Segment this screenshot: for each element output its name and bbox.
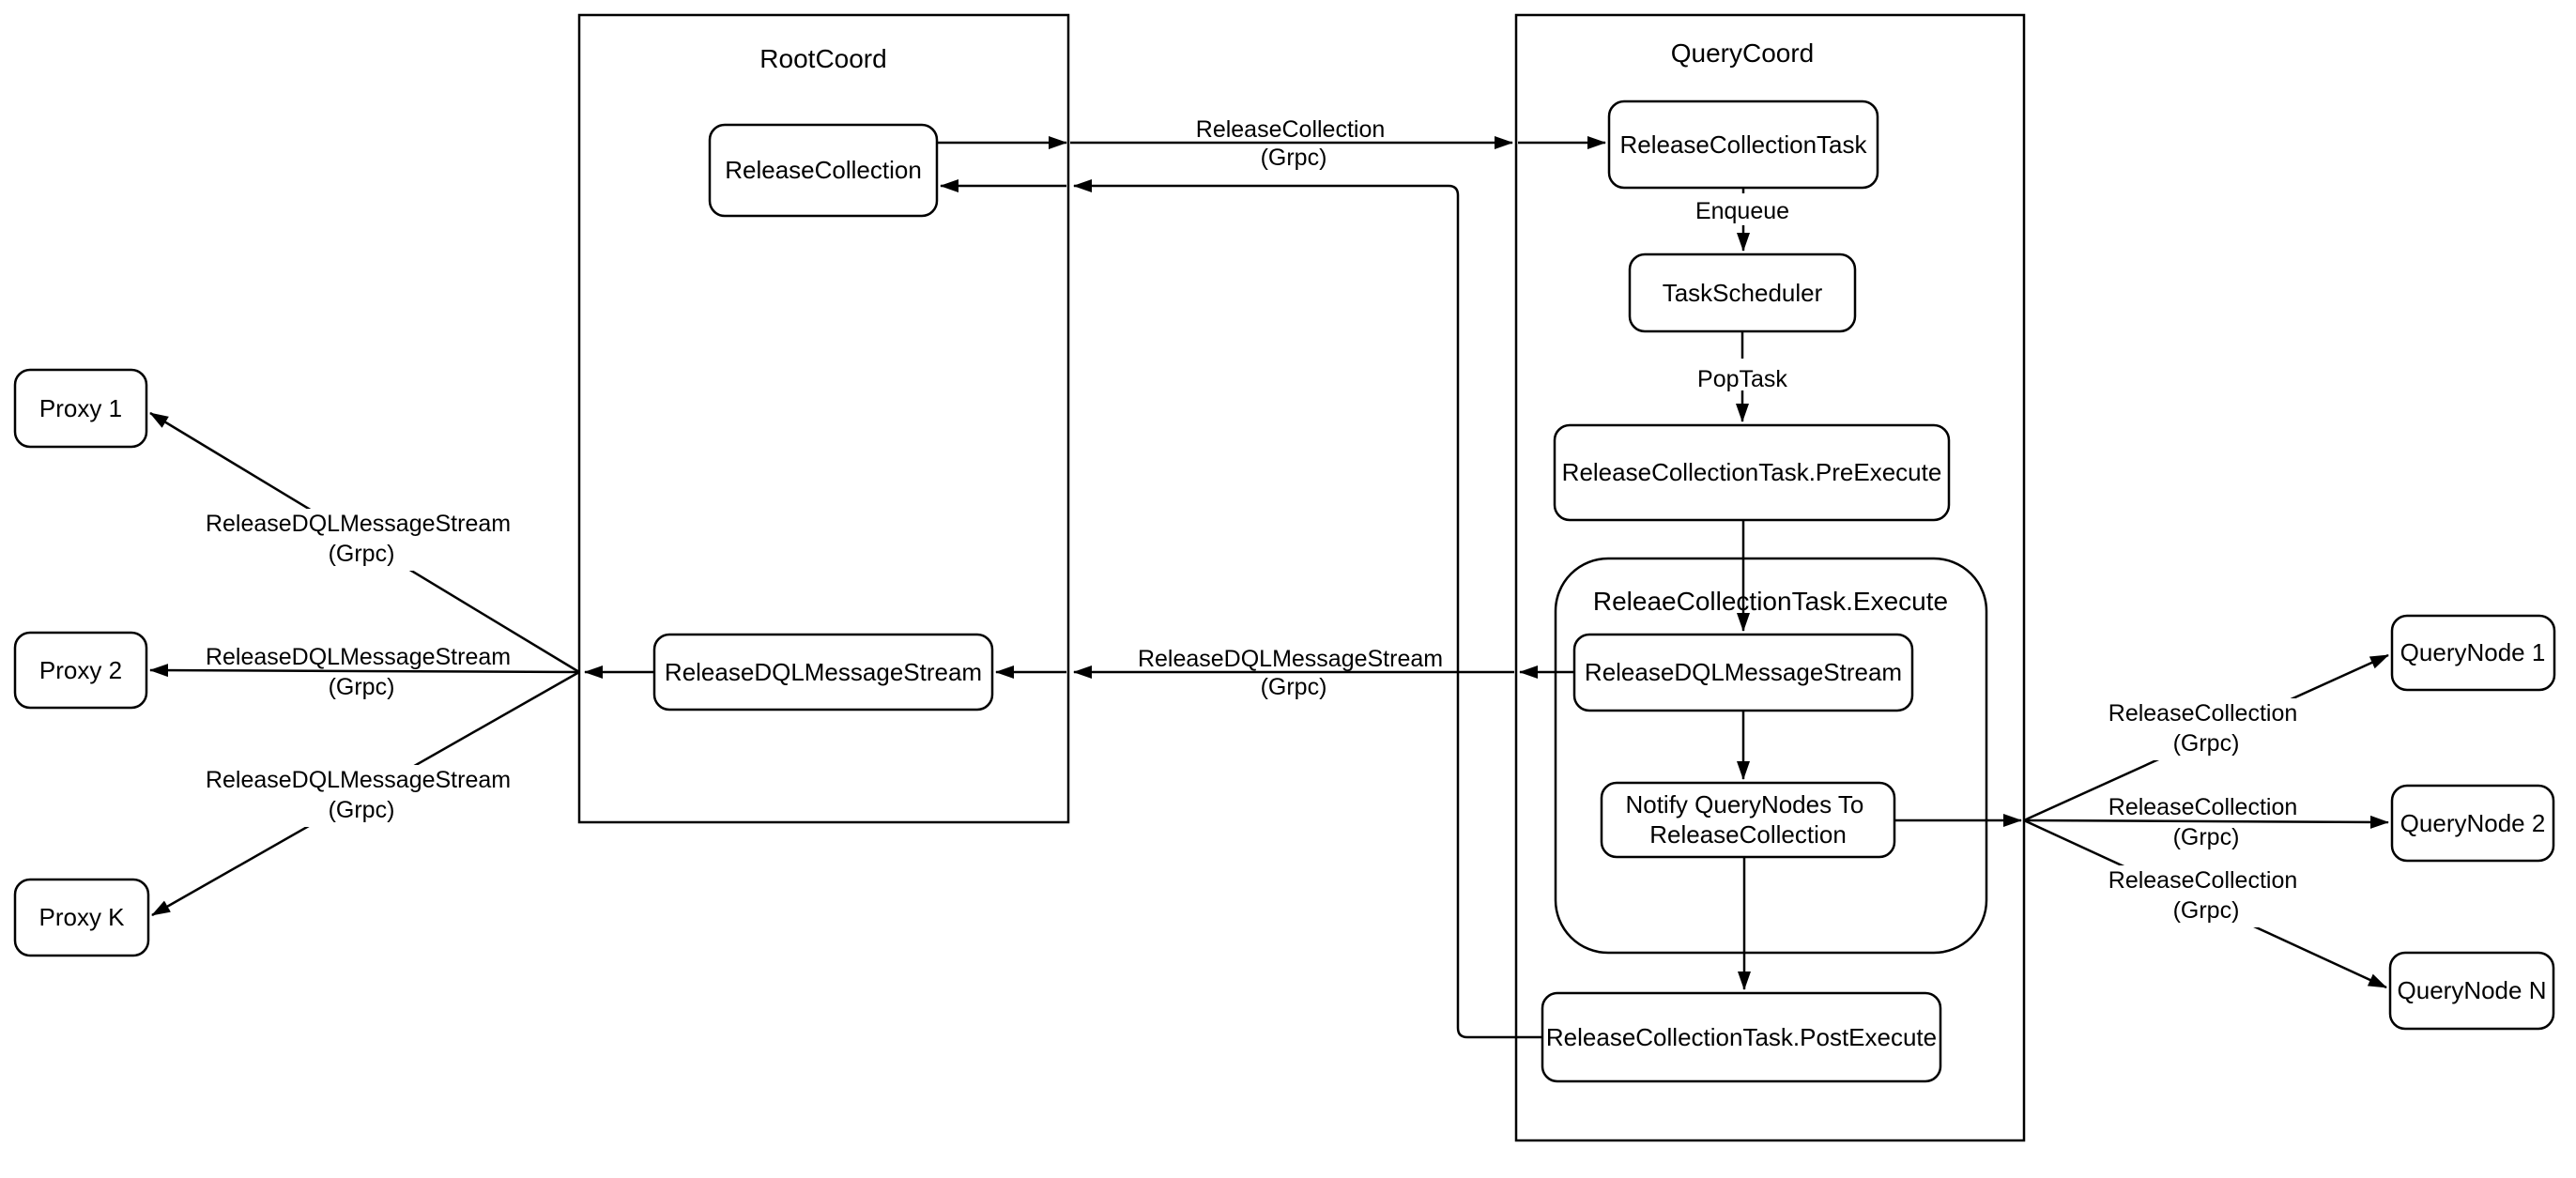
node-release-dql-message-stream-rootcoord: ReleaseDQLMessageStream [652, 633, 994, 711]
node-pre-execute-label: ReleaseCollectionTask.PreExecute [1562, 458, 1942, 486]
node-proxy-1: Proxy 1 [13, 368, 148, 449]
edge-label-querynoden-bg [2099, 865, 2313, 927]
node-proxy-2: Proxy 2 [13, 631, 148, 710]
edge-label-querynode1-line2: (Grpc) [2173, 730, 2240, 757]
edge-label-querynode1-line1: ReleaseCollection [2108, 700, 2298, 727]
execute-group: ReleaeCollectionTask.Execute [1554, 557, 1988, 955]
edge-label-proxy1-line1: ReleaseDQLMessageStream [206, 511, 511, 537]
edge-dqlstream-to-proxy2 [149, 664, 580, 678]
edge-label-proxy2-text: ReleaseDQLMessageStream (Grpc) [206, 644, 517, 700]
rootcoord-title: RootCoord [759, 44, 886, 73]
edge-label-proxy1-line2: (Grpc) [329, 541, 395, 567]
edge-label-querynode2-text: ReleaseCollection (Grpc) [2108, 794, 2304, 850]
edge-label-middle-line2: (Grpc) [1261, 674, 1327, 700]
node-post-execute: ReleaseCollectionTask.PostExecute [1541, 991, 1942, 1083]
node-querynode-n-label: QueryNode N [2398, 976, 2547, 1004]
querycoord-title: QueryCoord [1671, 38, 1815, 68]
edge-label-releasecollection-grpc-top-text: ReleaseCollection (Grpc) [1196, 116, 1391, 171]
edge-label-dqlstream-grpc-proxy2: ReleaseDQLMessageStream (Grpc) [206, 644, 517, 700]
edge-label-releasecollection-grpc-querynode1: ReleaseCollection (Grpc) [2099, 698, 2313, 760]
node-release-collection-rect [708, 123, 939, 218]
edge-label-poptask-bg [1692, 359, 1795, 390]
node-querynode-1-label: QueryNode 1 [2400, 638, 2546, 666]
edge-label-enqueue-text: Enqueue [1695, 198, 1789, 224]
node-release-dql-message-stream-querycoord: ReleaseDQLMessageStream [1572, 633, 1914, 712]
edge-label-proxyk-bg [208, 765, 514, 827]
edge-postexecute-return-to-rootcoord-border [1073, 179, 1542, 1039]
node-release-collection-task-label: ReleaseCollectionTask [1619, 130, 1867, 159]
edge-label-dqlstream-grpc-middle-text: ReleaseDQLMessageStream (Grpc) [1138, 646, 1449, 700]
edge-label-querynode2-line1: ReleaseCollection [2108, 794, 2298, 820]
node-querynode-2-label: QueryNode 2 [2400, 809, 2546, 837]
edge-label-proxy2-line2: (Grpc) [329, 674, 395, 700]
node-notify-querynodes-line2: ReleaseCollection [1649, 820, 1847, 849]
edge-label-enqueue: Enqueue [1686, 193, 1801, 225]
node-querynode-1-rect [2390, 614, 2556, 692]
edge-label-top-line1: ReleaseCollection [1196, 116, 1386, 143]
node-release-collection: ReleaseCollection [708, 123, 939, 218]
edge-label-proxy1-text: ReleaseDQLMessageStream (Grpc) [206, 511, 517, 567]
edge-label-poptask: PopTask [1692, 359, 1795, 392]
execute-group-rect [1554, 557, 1988, 955]
edge-label-poptask-text: PopTask [1697, 366, 1787, 392]
edge-label-querynode1-bg [2099, 698, 2313, 760]
edge-label-middle-line1: ReleaseDQLMessageStream [1138, 646, 1443, 672]
node-release-dql-message-stream-rootcoord-label: ReleaseDQLMessageStream [665, 658, 982, 686]
edge-label-releasecollection-grpc-querynode2: ReleaseCollection (Grpc) [2108, 794, 2304, 850]
node-notify-querynodes-rect [1600, 781, 1896, 859]
node-release-dql-message-stream-querycoord-label: ReleaseDQLMessageStream [1585, 658, 1902, 686]
node-proxy-2-rect [13, 631, 148, 710]
edge-label-querynode1-text: ReleaseCollection (Grpc) [2108, 700, 2304, 757]
edge-label-querynoden-line2: (Grpc) [2173, 897, 2240, 924]
node-notify-querynodes-line1: Notify QueryNodes To [1625, 790, 1863, 818]
edge-label-dqlstream-grpc-proxy1: ReleaseDQLMessageStream (Grpc) [206, 509, 517, 571]
node-release-collection-task-rect [1607, 99, 1879, 190]
node-proxy-1-label: Proxy 1 [39, 394, 122, 422]
edge-label-proxyk-text: ReleaseDQLMessageStream (Grpc) [206, 767, 517, 823]
execute-group-label: ReleaeCollectionTask.Execute [1593, 587, 1948, 616]
node-proxy-2-label: Proxy 2 [39, 656, 122, 684]
node-pre-execute: ReleaseCollectionTask.PreExecute [1553, 423, 1951, 522]
node-proxy-k-rect [13, 878, 150, 957]
node-post-execute-rect [1541, 991, 1942, 1083]
node-task-scheduler-rect [1628, 252, 1857, 333]
node-release-collection-label: ReleaseCollection [725, 156, 922, 184]
edge-label-proxy1-bg [208, 509, 514, 571]
edge-label-proxy2-line1: ReleaseDQLMessageStream [206, 644, 511, 670]
node-querynode-2-rect [2390, 784, 2555, 863]
edge-label-dqlstream-grpc-proxyk: ReleaseDQLMessageStream (Grpc) [206, 765, 517, 827]
node-querynode-n: QueryNode N [2388, 951, 2555, 1031]
edge-label-releasecollection-grpc-querynoden: ReleaseCollection (Grpc) [2099, 865, 2313, 927]
edge-releasecollection-to-querynode2 [2023, 815, 2389, 829]
node-querynode-n-rect [2388, 951, 2555, 1031]
node-task-scheduler: TaskScheduler [1628, 252, 1857, 333]
edge-label-proxyk-line1: ReleaseDQLMessageStream [206, 767, 511, 793]
node-release-collection-task: ReleaseCollectionTask [1607, 99, 1879, 190]
edge-label-top-line2: (Grpc) [1261, 145, 1327, 171]
node-proxy-k-label: Proxy K [38, 903, 125, 931]
node-querynode-2: QueryNode 2 [2390, 784, 2555, 863]
node-release-dql-message-stream-rootcoord-rect [652, 633, 994, 711]
node-pre-execute-rect [1553, 423, 1951, 522]
edge-label-querynoden-line1: ReleaseCollection [2108, 867, 2298, 894]
edge-label-releasecollection-grpc-top: ReleaseCollection (Grpc) [1196, 116, 1391, 171]
node-notify-querynodes-label: Notify QueryNodes To ReleaseCollection [1625, 790, 1870, 849]
node-task-scheduler-label: TaskScheduler [1663, 279, 1823, 307]
edge-label-proxyk-line2: (Grpc) [329, 797, 395, 823]
node-post-execute-label: ReleaseCollectionTask.PostExecute [1546, 1023, 1937, 1051]
node-querynode-1: QueryNode 1 [2390, 614, 2556, 692]
edge-label-enqueue-bg [1686, 193, 1801, 225]
edge-label-querynode2-line2: (Grpc) [2173, 824, 2240, 850]
edge-label-querynoden-text: ReleaseCollection (Grpc) [2108, 867, 2304, 924]
node-proxy-k: Proxy K [13, 878, 150, 957]
node-notify-querynodes: Notify QueryNodes To ReleaseCollection [1600, 781, 1896, 859]
node-proxy-1-rect [13, 368, 148, 449]
node-release-dql-message-stream-querycoord-rect [1572, 633, 1914, 712]
edge-label-dqlstream-grpc-middle: ReleaseDQLMessageStream (Grpc) [1138, 646, 1449, 700]
